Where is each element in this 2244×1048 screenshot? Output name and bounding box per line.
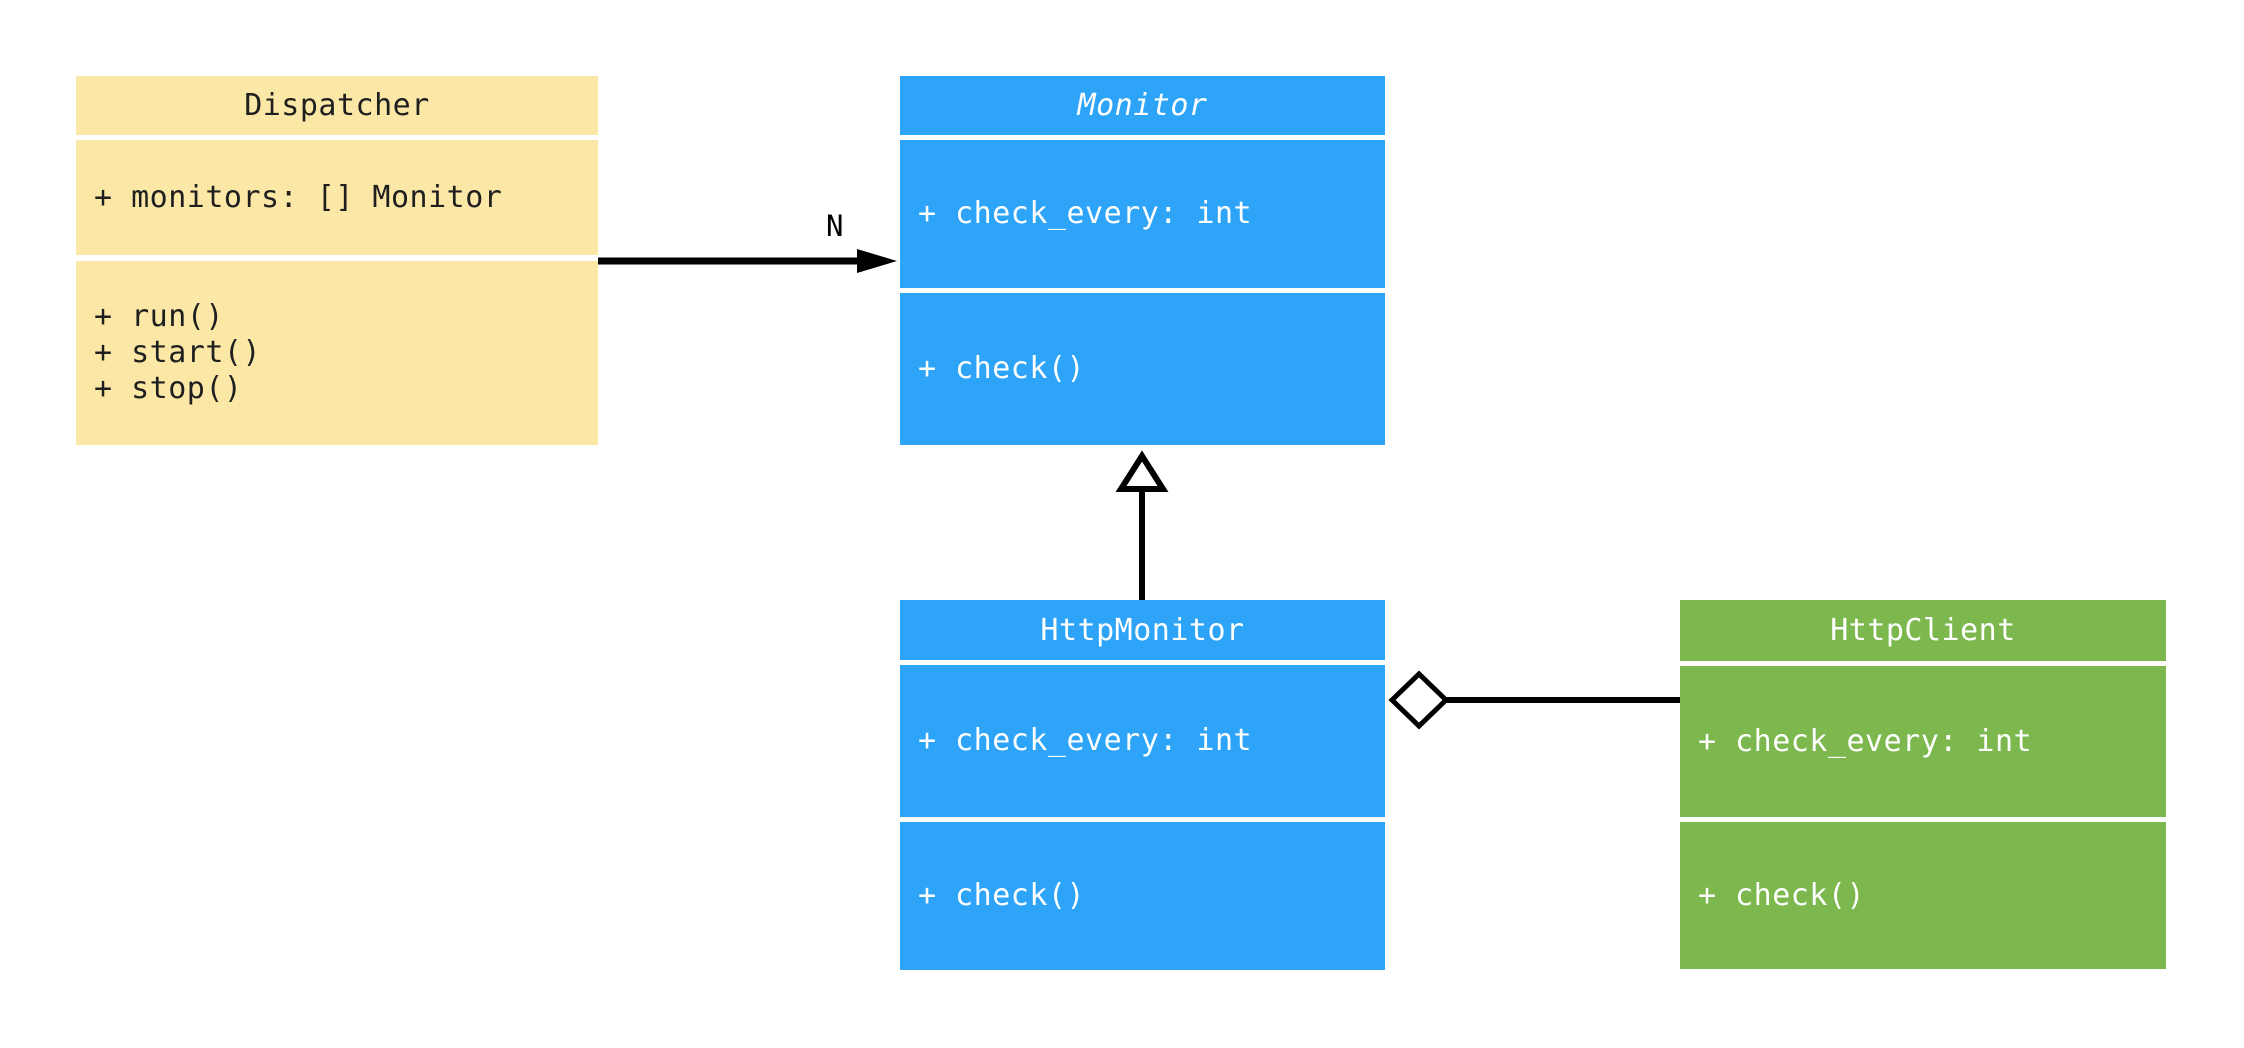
aggregation-connector xyxy=(1388,670,1680,730)
method-item: + start() xyxy=(94,335,262,370)
attributes-section: + check_every: int xyxy=(1680,666,2166,817)
method-item: + stop() xyxy=(94,371,243,406)
method-item: + check() xyxy=(918,351,1086,386)
class-httpmonitor: HttpMonitor + check_every: int + check() xyxy=(900,600,1385,970)
method-item: + check() xyxy=(1698,877,1866,913)
attribute-item: + check_every: int xyxy=(918,196,1253,231)
attribute-item: + check_every: int xyxy=(1698,723,2033,759)
class-title: HttpMonitor xyxy=(900,600,1385,660)
class-dispatcher: Dispatcher + monitors: [] Monitor + run(… xyxy=(76,76,598,445)
attributes-section: + check_every: int xyxy=(900,140,1385,288)
attribute-item: + monitors: [] Monitor xyxy=(94,179,503,215)
method-item: + run() xyxy=(94,299,224,334)
method-item: + check() xyxy=(918,878,1086,913)
class-title: HttpClient xyxy=(1680,600,2166,661)
aggregation-diamond xyxy=(1388,670,1450,730)
attribute-item: + check_every: int xyxy=(918,723,1253,758)
attributes-section: + monitors: [] Monitor xyxy=(76,140,598,255)
methods-section: + check() xyxy=(900,293,1385,445)
association-arrow xyxy=(598,249,897,273)
inheritance-triangle xyxy=(1115,450,1169,492)
association-arrowhead xyxy=(857,249,897,273)
methods-section: + check() xyxy=(900,822,1385,970)
attributes-section: + check_every: int xyxy=(900,665,1385,817)
class-monitor: Monitor + check_every: int + check() xyxy=(900,76,1385,445)
inheritance-arrow xyxy=(1115,450,1169,600)
class-httpclient: HttpClient + check_every: int + check() xyxy=(1680,600,2166,969)
multiplicity-label: N xyxy=(826,209,844,243)
class-title: Dispatcher xyxy=(76,76,598,135)
methods-section: + check() xyxy=(1680,822,2166,969)
methods-section: + run() + start() + stop() xyxy=(76,261,598,445)
class-title: Monitor xyxy=(900,76,1385,135)
